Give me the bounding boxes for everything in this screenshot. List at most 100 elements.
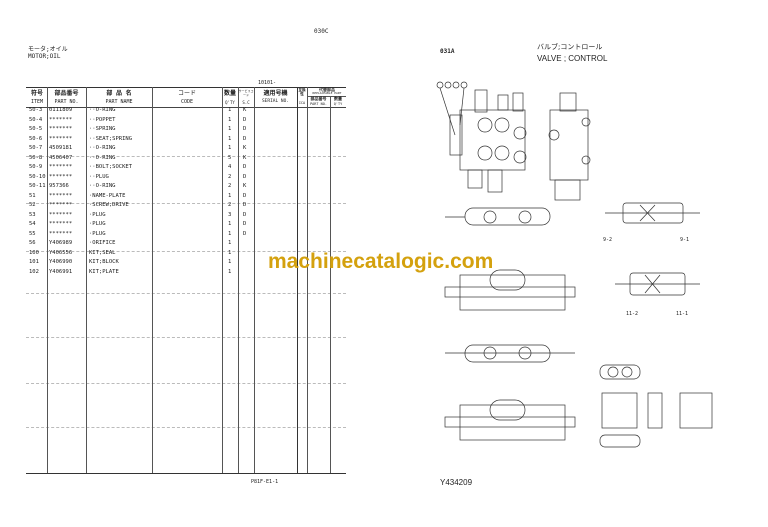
cell-part-no: Y406990	[49, 259, 73, 265]
column-divider	[47, 87, 48, 473]
cell-part-no: Y406991	[49, 268, 73, 275]
cell-item: 50-6	[29, 135, 43, 142]
header-sc-jp: サービスコード	[238, 89, 254, 97]
right-page-code: 031A	[440, 48, 455, 55]
cell-item: 102	[29, 268, 39, 275]
cell-part-name: ·PLUG	[89, 221, 106, 227]
cell-part-no: *******	[49, 135, 73, 142]
cell-part-no: 957366	[49, 183, 69, 189]
cell-part-name: ·NAME-PLATE	[89, 192, 126, 199]
cell-qty: 5	[228, 154, 232, 161]
cell-part-name: ··SPRING	[89, 126, 116, 132]
row-divider	[26, 156, 346, 157]
cell-qty: 1	[228, 259, 232, 265]
cell-qty: 2	[228, 173, 232, 180]
cell-item: 50-4	[29, 116, 43, 123]
cell-part-name: ··PLUG	[89, 173, 109, 180]
cell-service-code: K	[243, 154, 247, 161]
cell-item: 100	[29, 249, 39, 256]
header-rep-qty: Q'TY	[333, 102, 343, 106]
row-divider	[26, 293, 346, 294]
cell-item: 50-7	[29, 145, 43, 151]
cell-part-no: 4509181	[49, 145, 73, 151]
cell-qty: 2	[228, 202, 232, 208]
column-divider	[222, 87, 223, 473]
cell-qty: 4	[228, 164, 232, 170]
column-divider	[238, 87, 239, 473]
cell-part-no: Y406989	[49, 240, 73, 246]
cell-item: 54	[29, 221, 36, 227]
cell-item: 50-11	[29, 183, 46, 189]
cell-part-name: KIT;SEAL	[89, 249, 116, 256]
row-divider	[26, 337, 346, 338]
header-code: CODE	[180, 99, 194, 105]
column-divider	[254, 87, 255, 473]
cell-service-code: D	[243, 211, 247, 218]
cell-item: 50-8	[29, 154, 43, 161]
header-ica-jp: 互換性	[298, 88, 306, 96]
cell-item: 50-3	[29, 107, 43, 113]
header-replaceable: REPLACEABLE PART	[312, 91, 342, 95]
row-divider	[26, 427, 346, 428]
spool-assembly-11	[615, 272, 700, 296]
cell-part-no: *******	[49, 173, 73, 180]
spool-assembly-9	[605, 202, 700, 224]
cell-qty: 1	[228, 126, 232, 132]
valve-top-view-2	[445, 344, 575, 363]
column-divider	[152, 87, 153, 473]
cell-service-code: D	[243, 135, 247, 142]
cell-part-name: KIT;BLOCK	[89, 259, 119, 265]
header-code-jp: コード	[177, 90, 196, 97]
row-divider	[26, 251, 346, 252]
cell-item: 50-5	[29, 126, 43, 132]
header-bottom-border	[26, 107, 346, 108]
header-item-jp: 符号	[30, 90, 43, 97]
cell-item: 56	[29, 240, 36, 246]
header-part-no-jp: 部品番号	[54, 90, 79, 97]
cell-part-name: ··O-RING	[89, 145, 116, 151]
cell-service-code: D	[243, 202, 247, 208]
cell-qty: 1	[228, 107, 232, 113]
cell-part-no: *******	[49, 164, 73, 170]
header-serial: SERIAL NO.	[261, 99, 290, 104]
drawing-number: Y434209	[440, 478, 473, 487]
callout-9-1: 9-1	[680, 237, 690, 243]
row-divider	[26, 203, 346, 204]
cell-service-code: D	[243, 221, 247, 227]
cell-qty: 2	[228, 183, 232, 189]
header-part-no: PART NO.	[54, 99, 79, 105]
cell-qty: 3	[228, 211, 232, 218]
cell-qty: 1	[228, 221, 232, 227]
cell-part-no: *******	[49, 230, 73, 237]
exploded-parts-diagram	[436, 81, 713, 448]
cell-part-no: *******	[49, 221, 73, 227]
cell-part-name: ··O-RING	[89, 154, 116, 161]
cell-part-no: *******	[49, 192, 73, 199]
column-divider	[297, 87, 298, 473]
serial-range: 10101-	[258, 80, 277, 86]
header-item: ITEM	[30, 99, 44, 105]
header-rep-part-no: PART NO.	[310, 102, 327, 106]
page-code: 030C	[314, 28, 329, 35]
valve-section-view-2	[444, 399, 576, 441]
header-part-name: PART NAME	[105, 99, 133, 105]
table-row: 54 ******* ·PLUG 1 D	[0, 220, 350, 229]
valve-top-view	[445, 207, 551, 226]
cell-part-name: ·PLUG	[89, 230, 106, 237]
header-ica: ICA	[298, 101, 306, 105]
title-en: MOTOR;OIL	[28, 53, 61, 60]
cell-service-code: D	[243, 192, 247, 199]
cell-service-code: D	[243, 173, 247, 180]
cell-item: 53	[29, 211, 36, 218]
header-sc: S.C	[242, 100, 250, 105]
cell-part-no: 4506407	[49, 154, 73, 161]
cell-qty: 1	[228, 249, 232, 256]
cell-part-name: ·SCREW;DRIVE	[89, 202, 129, 208]
